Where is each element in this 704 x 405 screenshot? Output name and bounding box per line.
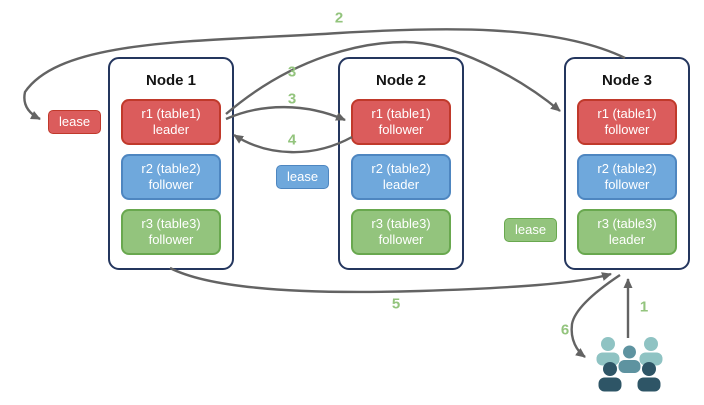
- replica-role: follower: [148, 232, 194, 247]
- node3-replica-r1: r1 (table1) follower: [577, 99, 677, 145]
- replica-role: leader: [608, 232, 646, 247]
- replica-role: follower: [604, 177, 650, 192]
- step-label-4: 4: [287, 131, 297, 149]
- lease-tag-table2: lease: [276, 165, 330, 189]
- lease-tag-table1: lease: [48, 110, 102, 134]
- node1-replica-r2: r2 (table2) follower: [121, 154, 221, 200]
- step-label-3b: 3: [287, 90, 297, 108]
- arrow-step6-node3-to-users: [570, 274, 621, 358]
- node1-replica-r3: r3 (table3) follower: [121, 209, 221, 255]
- replica-name: r1 (table1): [141, 105, 201, 121]
- node2-replica-r2: r2 (table2) leader: [351, 154, 451, 200]
- replica-role: leader: [152, 122, 190, 137]
- node3-replica-r2: r2 (table2) follower: [577, 154, 677, 200]
- node1-replica-r1: r1 (table1) leader: [121, 99, 221, 145]
- replica-name: r1 (table1): [597, 105, 657, 121]
- node-1: Node 1 r1 (table1) leader r2 (table2) fo…: [108, 57, 234, 270]
- step-label-6: 6: [560, 321, 570, 339]
- replica-name: r2 (table2): [597, 160, 657, 176]
- step-label-5: 5: [391, 295, 401, 313]
- replica-name: r2 (table2): [371, 160, 431, 176]
- node-3-title: Node 3: [601, 72, 652, 89]
- replica-role: leader: [382, 177, 420, 192]
- step-label-1: 1: [639, 298, 649, 316]
- replica-name: r2 (table2): [141, 160, 201, 176]
- lease-tag-table3: lease: [504, 218, 558, 242]
- arrow-step3-leader-to-node2: [225, 105, 346, 122]
- arrow-step5-node1-to-node3: [169, 266, 612, 294]
- node-3: Node 3 r1 (table1) follower r2 (table2) …: [564, 57, 690, 270]
- users-group-icon: [596, 337, 663, 392]
- node-2: Node 2 r1 (table1) follower r2 (table2) …: [338, 57, 464, 270]
- node-2-title: Node 2: [375, 72, 426, 89]
- node2-replica-r1: r1 (table1) follower: [351, 99, 451, 145]
- node-1-title: Node 1: [145, 72, 196, 89]
- replica-role: follower: [148, 177, 194, 192]
- replica-name: r3 (table3): [371, 215, 431, 231]
- replica-name: r3 (table3): [597, 215, 657, 231]
- replica-name: r3 (table3): [141, 215, 201, 231]
- step-label-2: 2: [334, 9, 344, 27]
- replica-role: follower: [378, 122, 424, 137]
- replica-name: r1 (table1): [371, 105, 431, 121]
- replica-role: follower: [604, 122, 650, 137]
- node2-replica-r3: r3 (table3) follower: [351, 209, 451, 255]
- replica-role: follower: [378, 232, 424, 247]
- node3-replica-r3: r3 (table3) leader: [577, 209, 677, 255]
- step-label-3a: 3: [287, 63, 297, 81]
